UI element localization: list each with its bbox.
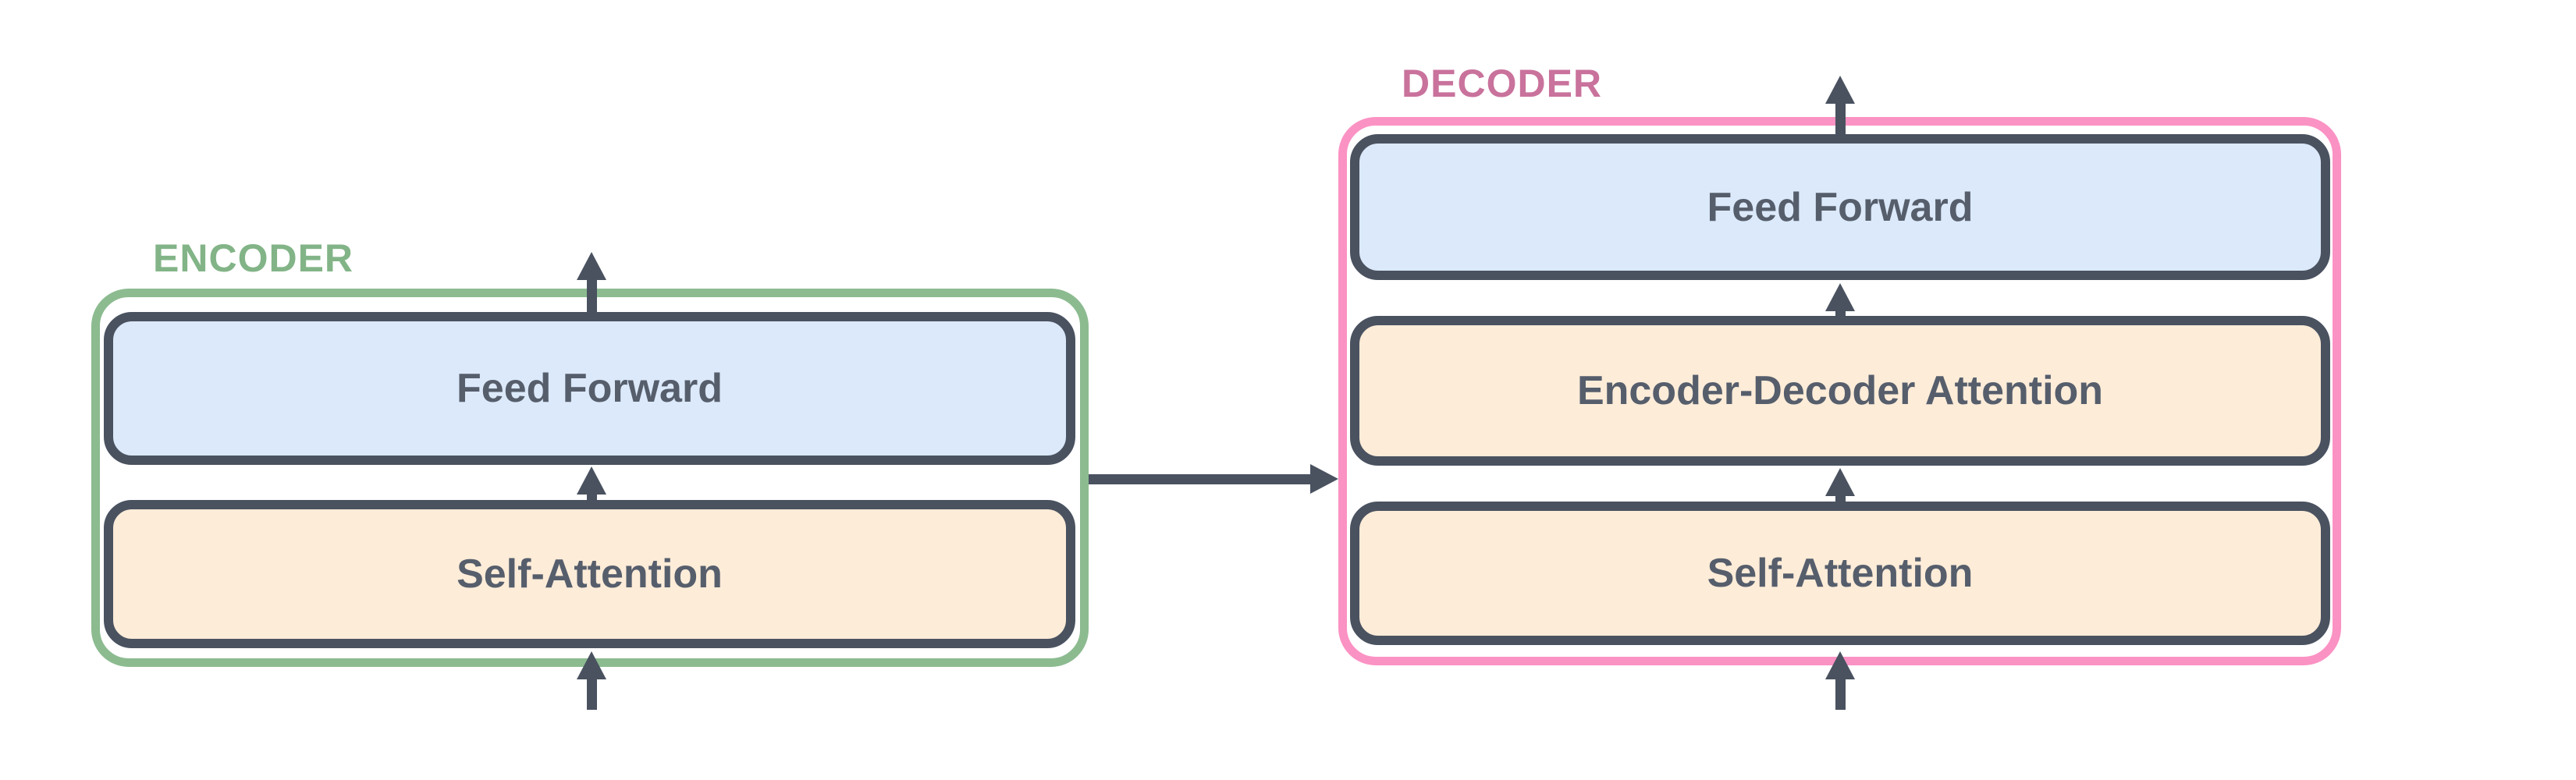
encoder-input-arrow-icon [577, 651, 606, 710]
arrow-shaft [1835, 104, 1846, 135]
arrow-head-up-icon [1825, 283, 1855, 311]
decoder-encoder-decoder-attention-block: Encoder-Decoder Attention [1350, 316, 2330, 466]
decoder-feed-forward-block: Feed Forward [1350, 134, 2330, 280]
arrow-head-up-icon [577, 466, 606, 495]
decoder-input-arrow-icon [1825, 651, 1855, 710]
arrow-head-up-icon [1825, 468, 1855, 496]
arrow-head-up-icon [577, 651, 606, 679]
arrow-head-up-icon [577, 252, 606, 280]
encoder-output-arrow-icon [577, 252, 606, 314]
arrow-head-up-icon [1825, 651, 1855, 679]
decoder-label: DECODER [1402, 62, 1603, 105]
decoder-feed-forward-label: Feed Forward [1707, 184, 1974, 230]
decoder-self-attention-block: Self-Attention [1350, 502, 2330, 645]
arrow-shaft [586, 679, 597, 710]
decoder-output-arrow-icon [1825, 76, 1855, 135]
encoder-self-attention-to-feed-forward-arrow-icon [577, 466, 606, 502]
arrow-shaft [586, 495, 597, 502]
arrow-shaft [586, 280, 597, 314]
arrow-shaft [1835, 496, 1846, 502]
arrow-shaft [1835, 679, 1846, 710]
encoder-self-attention-block: Self-Attention [104, 500, 1075, 648]
decoder-attention-to-feed-forward-arrow-icon [1825, 283, 1855, 316]
arrow-head-right-icon [1310, 464, 1338, 494]
arrow-head-up-icon [1825, 76, 1855, 104]
arrow-shaft [1835, 311, 1846, 316]
decoder-encoder-decoder-attention-label: Encoder-Decoder Attention [1576, 368, 2104, 413]
encoder-label: ENCODER [153, 236, 354, 280]
encoder-feed-forward-label: Feed Forward [457, 366, 723, 411]
encoder-to-decoder-arrow-icon [1089, 464, 1338, 494]
encoder-feed-forward-block: Feed Forward [104, 312, 1075, 465]
encoder-self-attention-label: Self-Attention [457, 551, 723, 597]
decoder-self-attention-label: Self-Attention [1707, 551, 1974, 596]
arrow-shaft [1089, 473, 1310, 484]
decoder-self-attention-to-attention-arrow-icon [1825, 468, 1855, 502]
